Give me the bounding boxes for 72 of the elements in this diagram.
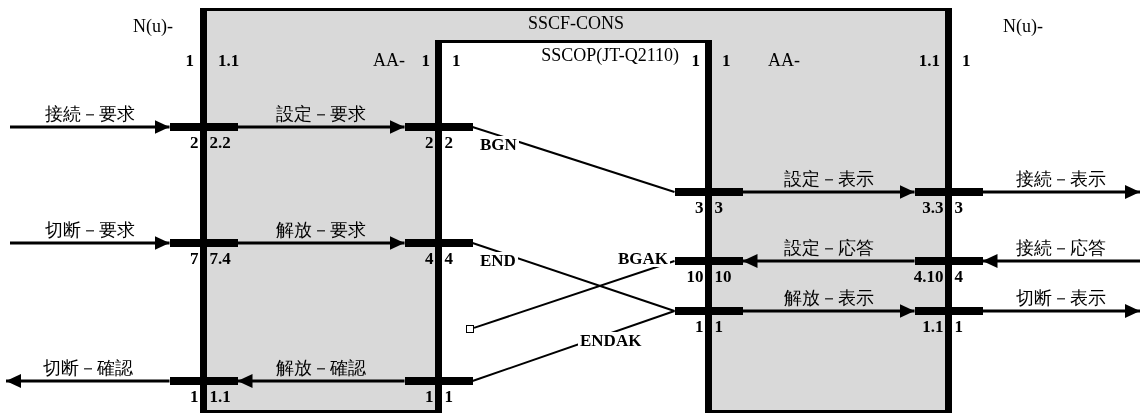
signal-label: END <box>478 252 518 269</box>
arrow <box>982 254 1140 268</box>
signal-label: 切断－表示 <box>1016 289 1107 307</box>
state-number: 3 <box>695 199 704 216</box>
protocol-block <box>435 40 712 413</box>
signal-label: BGN <box>478 136 519 153</box>
state-number: 7.4 <box>209 250 231 267</box>
layer-label: N(u)- <box>1003 17 1043 35</box>
state-number: 2.2 <box>209 134 231 151</box>
block-title: SSCOP(JT-Q2110) <box>541 46 679 64</box>
terminal-square <box>466 325 474 333</box>
signal-label: ENDAK <box>578 332 644 349</box>
state-number: 1 <box>962 52 971 69</box>
state-number: 3 <box>714 199 723 216</box>
arrow <box>10 120 170 134</box>
state-number: 1.1 <box>918 52 940 69</box>
state-number: 4 <box>425 250 434 267</box>
state-number: 1.1 <box>209 388 231 405</box>
signal-line <box>471 242 676 312</box>
signal-label: 設定－表示 <box>783 170 874 188</box>
state-number: 1 <box>691 52 700 69</box>
state-number: 7 <box>190 250 199 267</box>
arrow <box>742 254 915 268</box>
state-number: 2 <box>190 134 199 151</box>
system-block <box>200 8 952 413</box>
arrow <box>6 374 170 388</box>
state-number: 4 <box>444 250 453 267</box>
arrow <box>982 304 1140 318</box>
state-number: 1 <box>452 52 461 69</box>
signal-label: BGAK <box>615 250 670 267</box>
state-number: 1 <box>425 388 434 405</box>
state-number: 10 <box>686 268 704 285</box>
signal-label: 切断－確認 <box>42 359 133 377</box>
signal-label: 設定－応答 <box>783 239 874 257</box>
arrow <box>742 304 915 318</box>
signal-label: 切断－要求 <box>44 221 135 239</box>
state-number: 1 <box>421 52 430 69</box>
signal-label: 接続－要求 <box>44 105 135 123</box>
signal-line <box>471 126 676 193</box>
state-number: 1.1 <box>922 318 944 335</box>
arrow <box>237 374 405 388</box>
block-title: SSCF-CONS <box>526 14 625 32</box>
arrow <box>982 185 1140 199</box>
state-number: 10 <box>714 268 732 285</box>
state-number: 2 <box>425 134 434 151</box>
state-number: 1.1 <box>218 52 240 69</box>
arrow <box>237 236 405 250</box>
state-number: 1 <box>444 388 453 405</box>
state-number: 3 <box>954 199 963 216</box>
state-number: 1 <box>185 52 194 69</box>
signal-label: 接続－表示 <box>1016 170 1107 188</box>
arrow <box>742 185 915 199</box>
arrow <box>237 120 405 134</box>
signal-label: 解放－確認 <box>276 359 366 377</box>
signal-label: 接続－応答 <box>1016 239 1107 257</box>
state-number: 4 <box>954 268 963 285</box>
state-number: 1 <box>190 388 199 405</box>
state-number: 1 <box>722 52 731 69</box>
state-number: 3.3 <box>922 199 944 216</box>
signal-label: 設定－要求 <box>276 105 366 123</box>
state-number: 2 <box>444 134 453 151</box>
state-number: 1 <box>695 318 704 335</box>
arrow <box>10 236 170 250</box>
state-number: 4.10 <box>913 268 944 285</box>
state-number: 1 <box>714 318 723 335</box>
layer-label: AA- <box>768 51 800 69</box>
signal-line <box>473 260 676 329</box>
signal-label: 解放－要求 <box>276 221 366 239</box>
layer-label: AA- <box>373 51 405 69</box>
state-number: 1 <box>954 318 963 335</box>
layer-label: N(u)- <box>133 17 173 35</box>
signal-label: 解放－表示 <box>783 289 874 307</box>
